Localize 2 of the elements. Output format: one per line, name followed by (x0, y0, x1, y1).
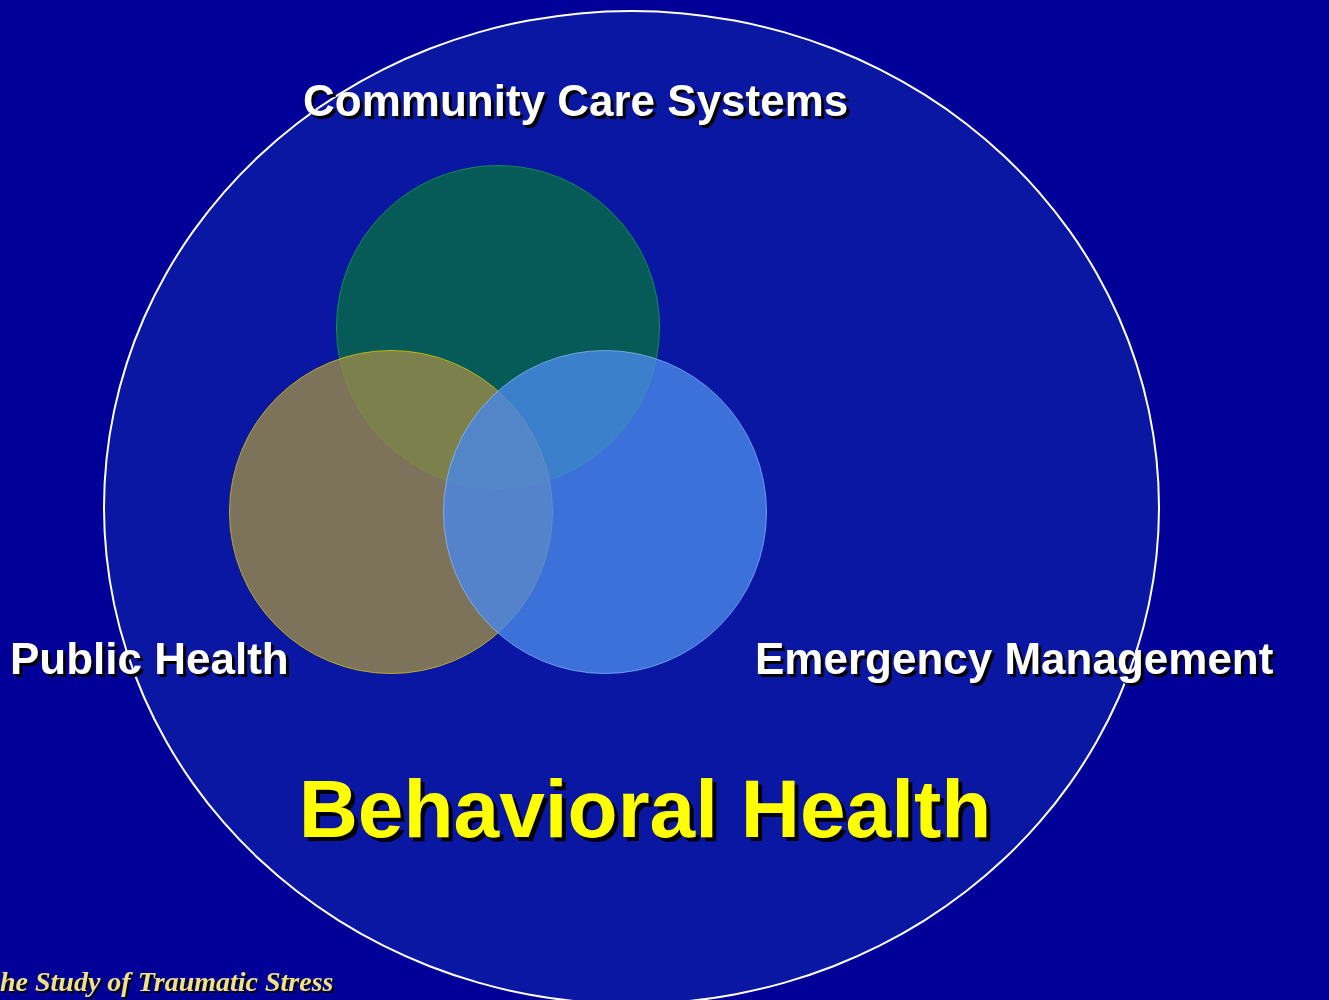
diagram-heading: Behavioral Health (297, 762, 993, 856)
footer-text: he Study of Traumatic Stress (0, 966, 334, 998)
